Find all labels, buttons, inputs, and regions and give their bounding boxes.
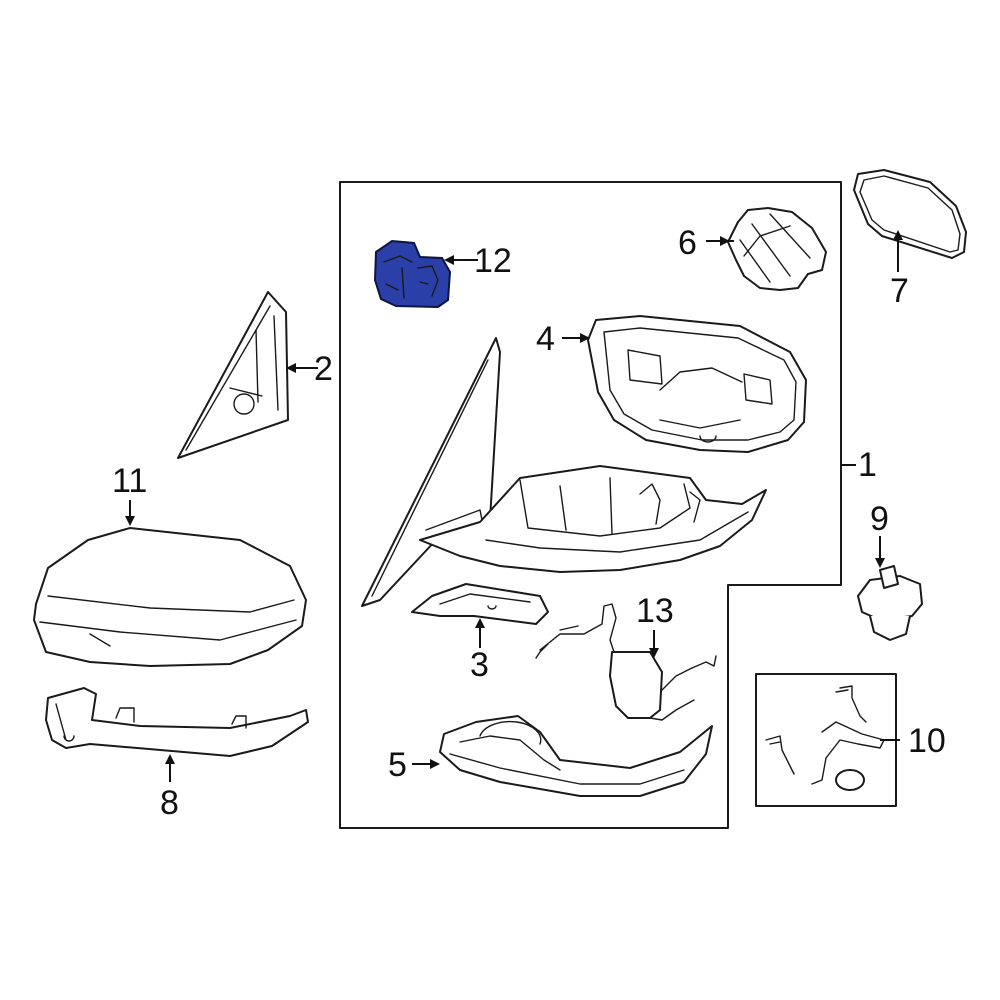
- housing-base-detail: [485, 477, 749, 553]
- part-5-shape: [439, 715, 713, 797]
- callout-10: 10: [908, 722, 946, 760]
- part-6[interactable]: [727, 207, 827, 291]
- part-12-body: [373, 239, 452, 309]
- part-3-detail: [439, 593, 531, 610]
- part-12-detail: [383, 255, 439, 299]
- callout-2: 2: [314, 350, 333, 388]
- part-9-motor[interactable]: [857, 565, 923, 641]
- callout-3: 3: [470, 646, 489, 684]
- part-7-mirror-glass[interactable]: [853, 169, 967, 259]
- part-4-frame[interactable]: [587, 315, 807, 453]
- part-3-bracket[interactable]: [411, 583, 549, 625]
- part-3-shape: [411, 583, 549, 625]
- callout-6: 6: [678, 224, 697, 262]
- part-11-lines: [39, 595, 297, 647]
- part-10-hardware-kit[interactable]: [755, 673, 897, 807]
- part-5-detail: [449, 720, 685, 785]
- callout-9: 9: [870, 500, 889, 538]
- callout-5: 5: [388, 746, 407, 784]
- main-housing: [361, 337, 767, 607]
- part-4-inner: [603, 327, 797, 441]
- part-6-shape: [727, 207, 827, 291]
- part-4-outer: [587, 315, 807, 453]
- part-10-screw-a: [835, 685, 867, 723]
- part-10-screw-b: [765, 735, 795, 775]
- part-2-shape: [177, 291, 289, 459]
- callout-labels: 1 2 3 4 5 6 7 8 9 10 11 12 13: [112, 224, 946, 822]
- part-12-highlighted[interactable]: [373, 239, 452, 309]
- part-10-clip: [811, 721, 885, 785]
- assembly-box: [339, 181, 842, 829]
- part-13-module: [609, 651, 663, 719]
- part-7-inner: [859, 175, 961, 253]
- part-13-harness[interactable]: [535, 603, 717, 721]
- housing-base: [419, 465, 767, 573]
- callout-13: 13: [636, 592, 674, 630]
- part-9-top: [879, 565, 899, 589]
- part-10-box: [755, 673, 897, 807]
- callout-12: 12: [474, 242, 512, 280]
- part-8-shape: [45, 687, 309, 757]
- part-13-wires: [535, 603, 717, 721]
- part-4-detail: [627, 349, 773, 443]
- part-9-body: [857, 575, 923, 621]
- callout-11: 11: [112, 462, 147, 500]
- part-7-shape: [853, 169, 967, 259]
- part-8-detail: [55, 703, 247, 742]
- part-10-grommet: [835, 769, 865, 791]
- part-9-base: [869, 615, 911, 641]
- callout-arrows: [125, 230, 903, 782]
- callout-4: 4: [536, 320, 555, 358]
- part-5-lower-cover[interactable]: [439, 715, 713, 797]
- part-6-detail: [739, 213, 811, 283]
- callout-7: 7: [890, 272, 909, 310]
- part-11-cover-cap[interactable]: [33, 527, 307, 667]
- part-8-trim-strip[interactable]: [45, 687, 309, 757]
- part-2-triangle-trim[interactable]: [177, 291, 289, 459]
- part-11-shape: [33, 527, 307, 667]
- callout-8: 8: [160, 784, 179, 822]
- callout-1: 1: [858, 446, 877, 484]
- part-2-detail: [185, 305, 279, 451]
